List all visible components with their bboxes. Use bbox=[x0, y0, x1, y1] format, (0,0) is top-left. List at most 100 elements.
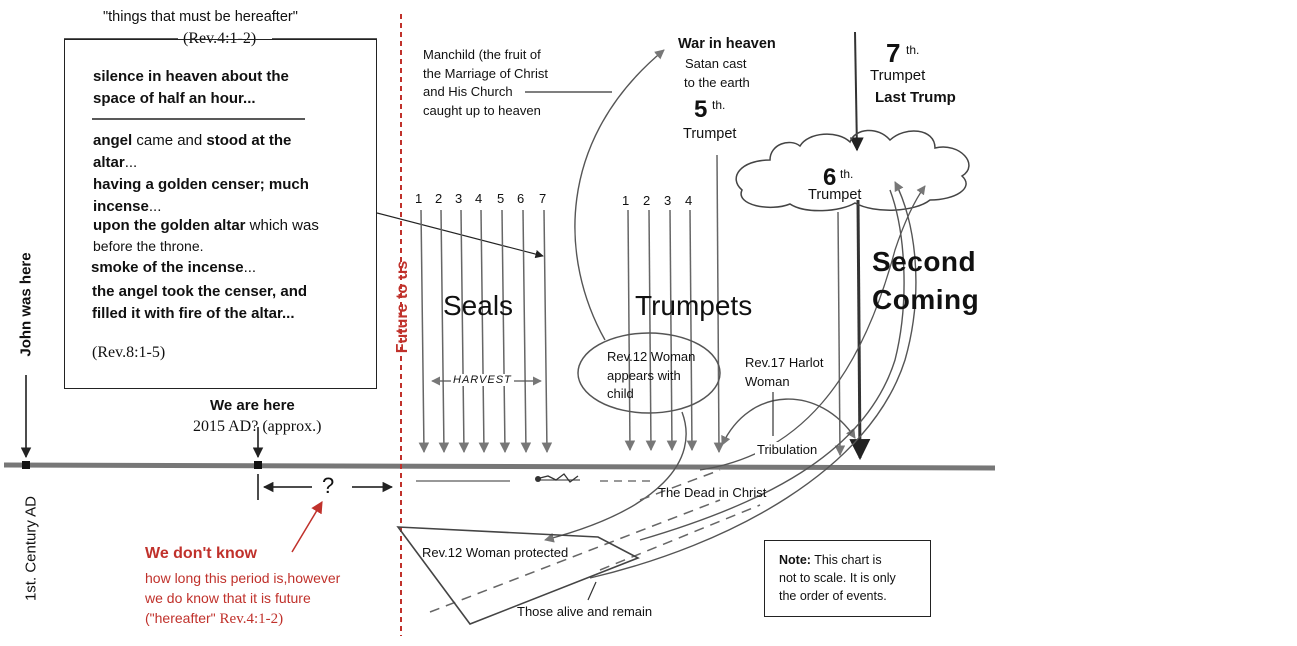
angel-word: angel bbox=[93, 132, 133, 149]
we-dont-know-line-2: we do know that it is future bbox=[145, 590, 311, 606]
took-line-2: filled it with fire of the altar... bbox=[92, 305, 295, 322]
seventh-word: Trumpet bbox=[870, 67, 926, 84]
we-dont-know-line-3: ("hereafter" Rev.4:1-2) bbox=[145, 610, 283, 628]
seal-number-1: 1 bbox=[415, 191, 423, 206]
woman12-ellipse bbox=[577, 332, 721, 414]
trumpet-arrows bbox=[624, 154, 846, 457]
smoke-words: smoke of the incense bbox=[91, 259, 244, 276]
woman12-line-1: Rev.12 Woman bbox=[607, 349, 696, 364]
seventh-arrow bbox=[849, 31, 864, 152]
seals-label: Seals bbox=[443, 290, 514, 321]
harvest-label: HARVEST bbox=[451, 374, 514, 386]
hereafter-ref: Rev.4:1-2) bbox=[219, 611, 284, 627]
sixth-word: Trumpet bbox=[808, 187, 862, 203]
smoke-line: smoke of the incense... bbox=[91, 257, 256, 279]
we-dont-know-title: We don't know bbox=[145, 545, 257, 562]
john-marker bbox=[22, 461, 30, 469]
year-label: 2015 AD? (approx.) bbox=[193, 418, 322, 435]
tribulation-arc bbox=[721, 398, 856, 446]
unknown-pointer bbox=[291, 500, 323, 553]
cloud-shape bbox=[735, 129, 970, 212]
fifth-number: 5 bbox=[694, 96, 708, 123]
dead-in-christ-label: The Dead in Christ bbox=[658, 485, 767, 500]
box-header-quote: "things that must be hereafter" bbox=[103, 9, 298, 25]
second-coming-line-2: Coming bbox=[872, 284, 980, 315]
silence-line-2: space of half an hour... bbox=[93, 90, 256, 107]
revelation-quote-box bbox=[64, 39, 377, 389]
sixth-suffix: th. bbox=[840, 167, 854, 181]
harlot-line-2: Woman bbox=[745, 374, 790, 389]
incense-tail: ... bbox=[148, 198, 162, 215]
seal-number-7: 7 bbox=[539, 191, 547, 206]
seal-number-5: 5 bbox=[497, 191, 505, 206]
manchild-line-4: caught up to heaven bbox=[423, 103, 541, 118]
box-header-ref: (Rev.4:1-2) bbox=[183, 30, 257, 47]
altar-word: altar bbox=[93, 154, 125, 171]
upon-tail: which was bbox=[245, 217, 319, 234]
hereafter-text: ("hereafter" bbox=[145, 610, 220, 626]
angel-line: angel came and stood at the bbox=[93, 130, 291, 152]
note-line-3: the order of events. bbox=[779, 589, 887, 603]
smoke-tail: ... bbox=[243, 259, 257, 276]
upon-line: upon the golden altar which was bbox=[93, 215, 319, 237]
trumpets-label: Trumpets bbox=[635, 290, 753, 321]
manchild-curve bbox=[574, 49, 665, 341]
manchild-line-3: and His Church bbox=[423, 84, 513, 99]
seal-number-3: 3 bbox=[455, 191, 463, 206]
note-line-1-tail: This chart is bbox=[810, 553, 882, 567]
note-line-1: Note: This chart is bbox=[779, 551, 924, 569]
sixth-number: 6 bbox=[823, 164, 837, 191]
john-was-here-label: John was here bbox=[17, 252, 35, 357]
woman12-line-2: appears with bbox=[607, 368, 681, 383]
first-century-label: 1st. Century AD bbox=[22, 495, 40, 602]
stood-words: stood at the bbox=[206, 132, 292, 149]
we-dont-know-line-1: how long this period is,however bbox=[145, 570, 341, 586]
we-are-here-label: We are here bbox=[210, 397, 295, 414]
wilderness-shape bbox=[396, 526, 640, 625]
body-figure bbox=[539, 473, 579, 483]
woman12-line-3: child bbox=[607, 386, 634, 401]
second-coming-line-1: Second bbox=[872, 246, 977, 277]
note-box: Note: This chart is not to scale. It is … bbox=[764, 540, 931, 617]
altar-line: altar... bbox=[93, 152, 137, 174]
seventh-number: 7 bbox=[886, 38, 901, 68]
note-bold: Note: bbox=[779, 553, 811, 567]
censer-line-2: incense... bbox=[93, 196, 161, 218]
upon-words: upon the golden altar bbox=[93, 217, 246, 234]
harlot-line-1: Rev.17 Harlot bbox=[745, 355, 824, 370]
timeline-line bbox=[3, 462, 996, 471]
woman-protected-label: Rev.12 Woman protected bbox=[422, 545, 569, 560]
rapture-curve-outer bbox=[589, 181, 917, 579]
seal-number-6: 6 bbox=[517, 191, 525, 206]
seal-number-2: 2 bbox=[435, 191, 443, 206]
fifth-word: Trumpet bbox=[683, 126, 737, 142]
incense-word: incense bbox=[93, 198, 149, 215]
seal-arrows bbox=[418, 209, 553, 454]
manchild-line-1: Manchild (the fruit of bbox=[423, 47, 541, 62]
note-line-2: not to scale. It is only bbox=[779, 571, 896, 585]
took-line-1: the angel took the censer, and bbox=[92, 283, 308, 300]
war-line-2: to the earth bbox=[684, 75, 750, 90]
seal-number-4: 4 bbox=[475, 191, 483, 206]
silence-line-1: silence in heaven about the bbox=[93, 68, 289, 85]
last-trump-label: Last Trump bbox=[875, 89, 956, 106]
alive-remain-label: Those alive and remain bbox=[517, 604, 653, 619]
box-to-seven-arrow bbox=[376, 212, 544, 259]
future-to-us-label: Future to us bbox=[394, 260, 411, 354]
box-ref: (Rev.8:1-5) bbox=[92, 344, 166, 361]
alive-pointer bbox=[587, 581, 597, 601]
war-in-heaven-title: War in heaven bbox=[678, 36, 776, 52]
unknown-span-question: ? bbox=[322, 473, 335, 498]
woman-to-protected bbox=[544, 411, 687, 543]
fifth-suffix: th. bbox=[712, 98, 726, 112]
second-coming-line bbox=[849, 199, 871, 461]
now-marker bbox=[254, 461, 262, 469]
tribulation-label: Tribulation bbox=[755, 442, 820, 457]
throne-line: before the throne. bbox=[93, 238, 204, 254]
rapture-curve-inner bbox=[639, 189, 905, 541]
trumpet-number-4: 4 bbox=[685, 193, 693, 208]
altar-tail: ... bbox=[124, 154, 138, 171]
dead-rise-curve bbox=[699, 185, 926, 471]
censer-line-1: having a golden censer; much bbox=[93, 176, 309, 193]
